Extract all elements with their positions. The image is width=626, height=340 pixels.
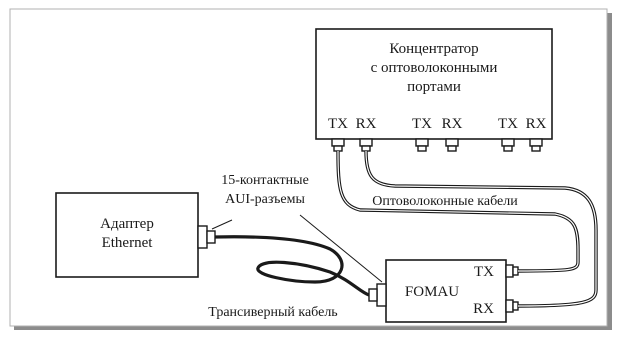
- hub-port-1-tx-label: TX: [328, 116, 348, 132]
- fiber-cable-rx-core: [365, 150, 597, 307]
- hub-port-2-tx-label: TX: [412, 116, 432, 132]
- hub-title-line-1: Концентратор: [389, 41, 478, 57]
- hub-port-3-tx-connector: [501, 138, 515, 152]
- hub-box: [315, 28, 553, 140]
- fomau-rx-label: RX: [473, 301, 494, 317]
- hub-port-3-tx-label: TX: [498, 116, 518, 132]
- fiber-cables: [336, 150, 598, 308]
- pointer-to-adapter-connector: [211, 219, 233, 230]
- transceiver-cable-label: Трансиверный кабель: [208, 305, 337, 320]
- hub-port-1-rx-connector: [359, 138, 373, 152]
- hub-port-connectors: [331, 138, 543, 152]
- hub-port-1-tx-connector: [331, 138, 345, 152]
- transceiver-cable: [214, 235, 370, 297]
- fiber-cable-tx-core: [337, 150, 579, 272]
- pointer-to-fomau-connector: [299, 214, 383, 283]
- hub-port-3-rx-label: RX: [526, 116, 547, 132]
- connector-note-pointers: [211, 214, 383, 283]
- connector-note-line-1: 15-контактные: [221, 173, 309, 188]
- connector-note-line-2: AUI-разъемы: [225, 192, 305, 207]
- hub-port-2-rx-connector: [445, 138, 459, 152]
- fiber-cables-label: Оптоволоконные кабели: [372, 194, 518, 209]
- adapter-aui-connector: [197, 225, 216, 249]
- hub-port-3-rx-connector: [529, 138, 543, 152]
- fomau-label: FOMAU: [405, 284, 459, 300]
- fomau-tx-label: TX: [474, 264, 494, 280]
- adapter-label-line-1: Адаптер: [100, 216, 154, 232]
- adapter-box: [55, 192, 199, 278]
- hub-port-2-rx-label: RX: [442, 116, 463, 132]
- hub-port-1-rx-label: RX: [356, 116, 377, 132]
- fomau-rx-connector: [505, 299, 519, 313]
- fomau-box: [385, 259, 507, 323]
- adapter-label-line-2: Ethernet: [102, 235, 154, 251]
- fomau-tx-connector: [505, 264, 519, 278]
- hub-port-2-tx-connector: [415, 138, 429, 152]
- hub-title-line-3: портами: [407, 79, 461, 95]
- hub-title-line-2: с оптоволоконными: [371, 60, 498, 76]
